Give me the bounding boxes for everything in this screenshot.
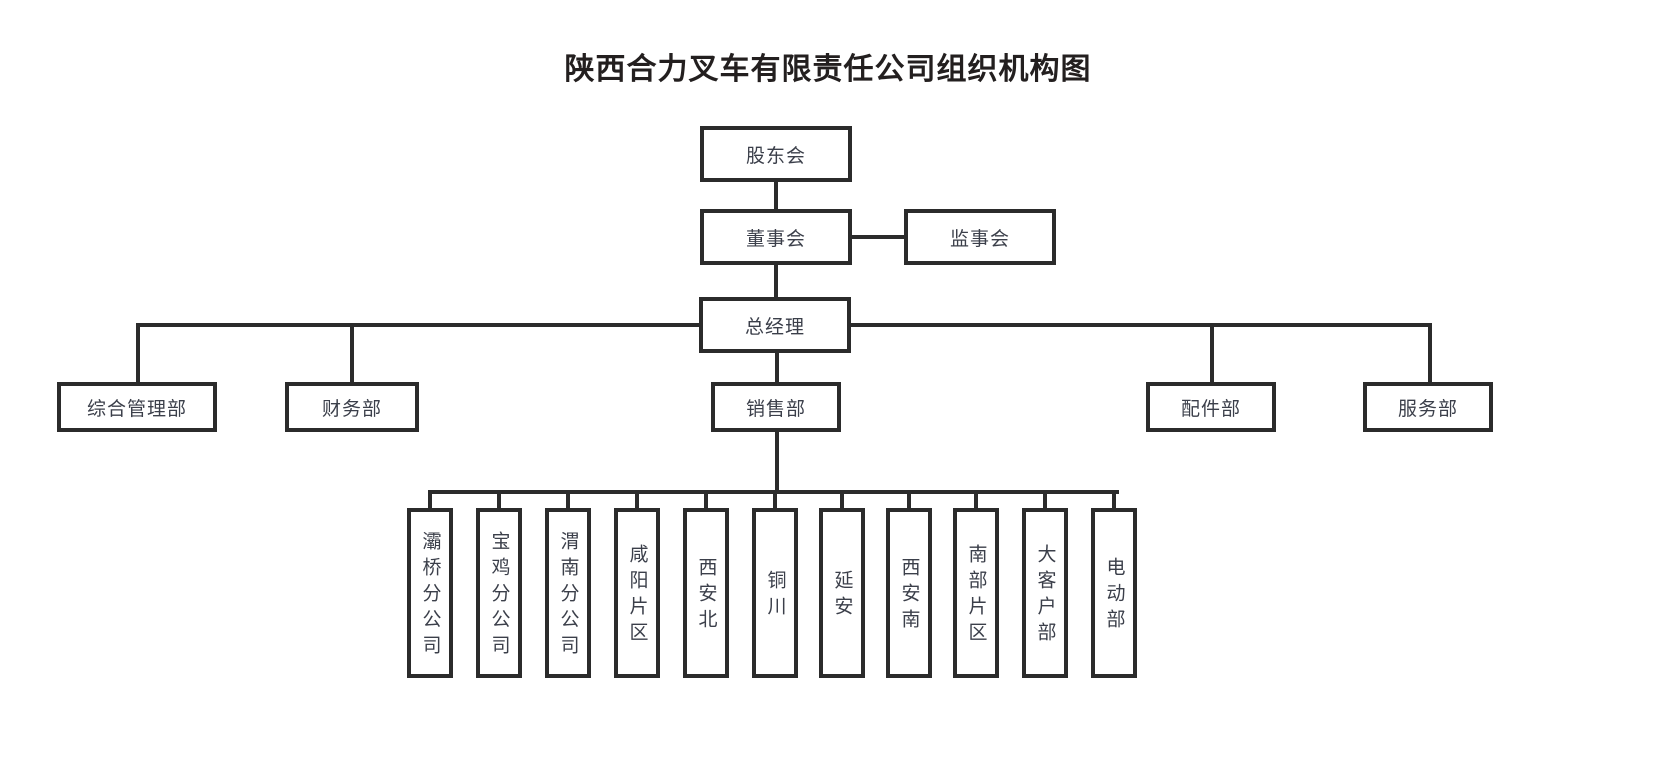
drop-to-branch-6 — [773, 490, 777, 508]
bus-general-manager-right — [849, 323, 1432, 327]
drop-to-branch-9 — [974, 490, 978, 508]
drop-to-branch-3 — [566, 490, 570, 508]
connector-shareholders-to-board — [774, 180, 778, 210]
node-branch-11[interactable]: 电动部 — [1091, 508, 1137, 678]
node-branch-8[interactable]: 西安南 — [886, 508, 932, 678]
drop-to-branch-8 — [907, 490, 911, 508]
node-branch-9[interactable]: 南部片区 — [953, 508, 999, 678]
node-dept-sales[interactable]: 销售部 — [711, 382, 841, 432]
bus-general-manager-left — [136, 323, 701, 327]
node-board-of-supervisors[interactable]: 监事会 — [904, 209, 1056, 265]
connector-board-to-general-manager — [774, 263, 778, 298]
node-branch-3[interactable]: 渭南分公司 — [545, 508, 591, 678]
node-branch-2[interactable]: 宝鸡分公司 — [476, 508, 522, 678]
node-dept-parts[interactable]: 配件部 — [1146, 382, 1276, 432]
drop-to-branch-7 — [840, 490, 844, 508]
node-branch-10[interactable]: 大客户部 — [1022, 508, 1068, 678]
drop-to-branch-10 — [1043, 490, 1047, 508]
node-branch-1[interactable]: 灞桥分公司 — [407, 508, 453, 678]
node-shareholders[interactable]: 股东会 — [700, 126, 852, 182]
node-general-manager[interactable]: 总经理 — [699, 297, 851, 353]
node-branch-6[interactable]: 铜川 — [752, 508, 798, 678]
node-dept-service[interactable]: 服务部 — [1363, 382, 1493, 432]
node-dept-general-admin[interactable]: 综合管理部 — [57, 382, 217, 432]
drop-to-branch-4 — [635, 490, 639, 508]
drop-to-branch-11 — [1112, 490, 1116, 508]
drop-to-branch-2 — [497, 490, 501, 508]
node-dept-finance[interactable]: 财务部 — [285, 382, 419, 432]
connector-sales-to-branch-bus — [775, 430, 779, 492]
drop-to-general-admin — [136, 323, 140, 382]
node-branch-4[interactable]: 咸阳片区 — [614, 508, 660, 678]
drop-to-finance — [350, 323, 354, 382]
connector-board-to-supervisors — [850, 235, 908, 239]
node-board-of-directors[interactable]: 董事会 — [700, 209, 852, 265]
node-branch-7[interactable]: 延安 — [819, 508, 865, 678]
drop-to-branch-1 — [428, 490, 432, 508]
page-title: 陕西合力叉车有限责任公司组织机构图 — [564, 53, 1092, 86]
drop-to-branch-5 — [704, 490, 708, 508]
drop-to-parts — [1210, 323, 1214, 382]
drop-to-service — [1428, 323, 1432, 382]
node-branch-5[interactable]: 西安北 — [683, 508, 729, 678]
drop-to-sales — [775, 351, 779, 382]
